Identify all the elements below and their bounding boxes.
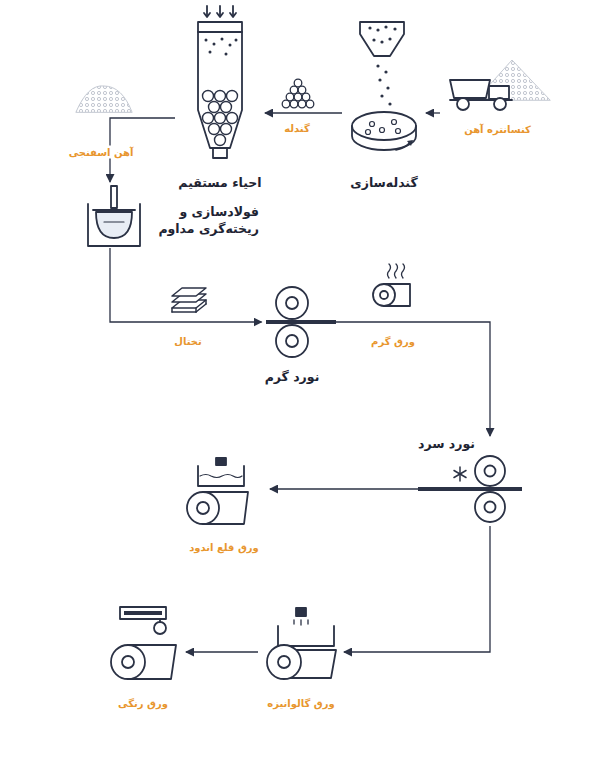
process-node: ورق گالوانیزه (258, 604, 344, 710)
flow-arrow (270, 488, 418, 489)
sponge-iron-pile (76, 86, 132, 112)
process-node: فولادسازی و ریخته‌گری مداوم (80, 182, 265, 248)
tin-plate-icon (187, 458, 248, 524)
hot-coil-icon (373, 264, 410, 306)
reactor-icon (198, 6, 242, 158)
process-node: ورق رنگی (100, 602, 186, 710)
process-node: کنسانتره آهن (440, 62, 555, 136)
product-label: ورق قلع اندود (178, 541, 270, 554)
process-label: احیاء مستقیم (175, 175, 265, 192)
process-node: احیاء مستقیم (175, 4, 265, 192)
flow-arrow (265, 112, 342, 113)
cold-rolls-icon (418, 456, 522, 522)
flow-arrow (344, 526, 490, 652)
pelletizer-icon (352, 22, 416, 150)
galvanized-icon (267, 608, 336, 679)
product-label: تختال (171, 335, 204, 348)
process-label: نورد گرم (262, 369, 323, 386)
flow-arrow (426, 112, 440, 113)
process-label: نورد سرد (418, 436, 475, 453)
process-node: نورد سرد (418, 436, 522, 526)
process-label: گندله‌سازی (342, 175, 426, 192)
process-node: گندله‌سازی (342, 15, 426, 192)
slab-icon (172, 288, 206, 312)
process-node: ورق قلع اندود (178, 456, 270, 554)
product-label: ورق گرم (368, 335, 418, 348)
flow-arrow (110, 248, 262, 322)
product-label: آهن اسفنجی (66, 146, 137, 159)
flow-arrow (323, 322, 491, 436)
product-label: ورق رنگی (100, 697, 186, 710)
pellets-icon (282, 79, 314, 108)
furnace-icon (88, 186, 140, 246)
process-node: نورد گرم (262, 286, 323, 386)
painted-icon (111, 607, 176, 679)
process-label: فولادسازی و ریخته‌گری مداوم (147, 204, 259, 238)
snowflake-symbol (454, 467, 466, 481)
flow-arrow (186, 651, 258, 652)
product-label: کنسانتره آهن (440, 123, 555, 136)
product-label: ورق گالوانیزه (258, 697, 344, 710)
truck-icon (450, 80, 512, 110)
product-label: گندله (281, 122, 313, 135)
